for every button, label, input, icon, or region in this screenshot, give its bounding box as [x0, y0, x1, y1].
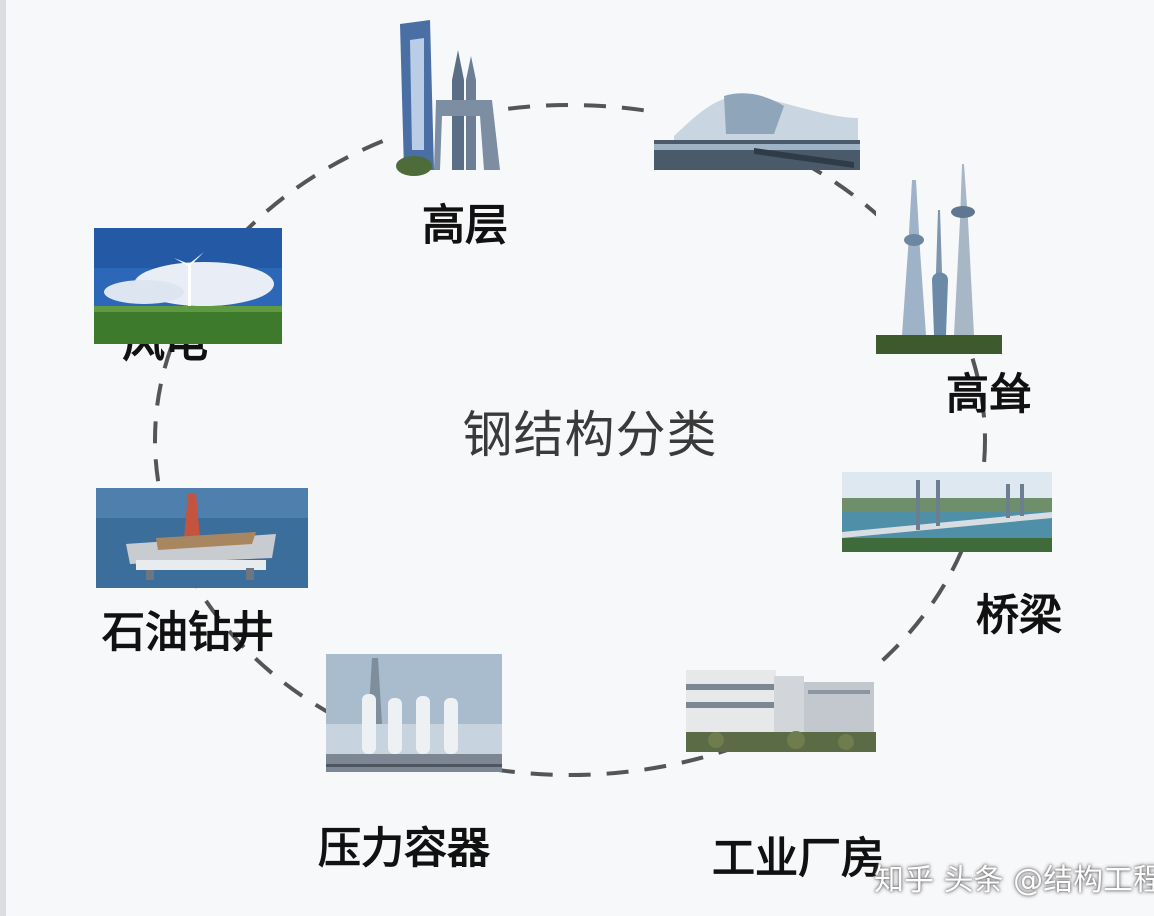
bridge-image: [842, 472, 1052, 552]
label-bridge: 桥梁: [976, 591, 1062, 641]
stadium-image: [654, 88, 860, 170]
factory-image: [686, 666, 876, 752]
oil-rig-image: [96, 488, 308, 588]
label-high-tower: 高耸: [946, 370, 1032, 420]
label-high-rise: 高层: [422, 201, 508, 251]
wind-turbine-image: [94, 228, 282, 344]
watermark: 知乎 头条 @结构工程: [874, 863, 1154, 898]
left-edge-divider: [0, 0, 6, 916]
pressure-vessel-image: [326, 654, 502, 772]
skyscraper-image: [392, 20, 504, 176]
label-industrial-plant: 工业厂房: [712, 834, 884, 884]
center-title: 钢结构分类: [462, 406, 718, 464]
tv-tower-image: [876, 160, 1002, 354]
label-pressure-vessel: 压力容器: [318, 824, 490, 874]
label-oil-drilling: 石油钻井: [102, 608, 274, 658]
